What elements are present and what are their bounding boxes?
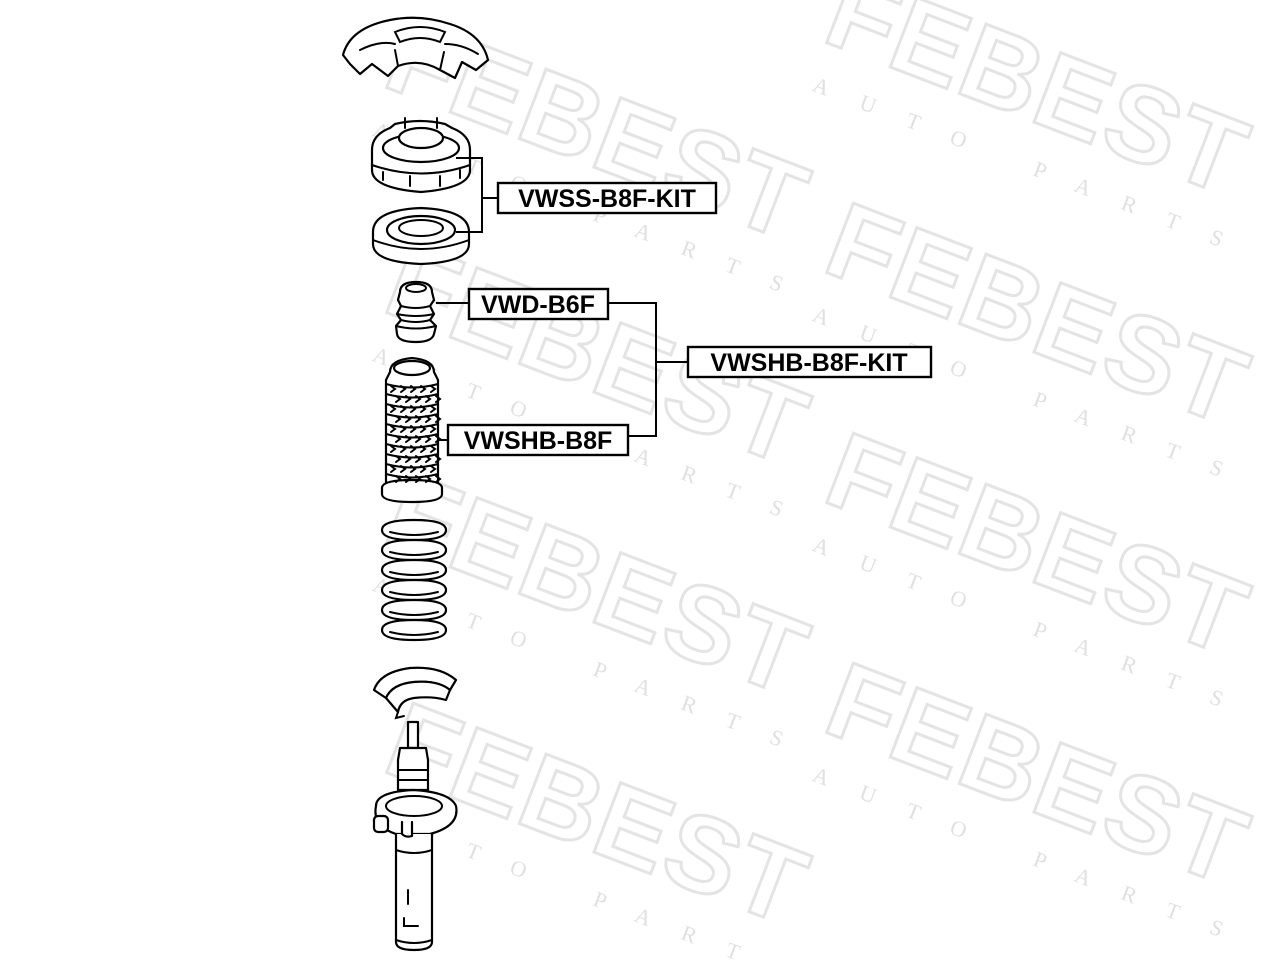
boot-pleats [385, 383, 442, 483]
bearing-part [371, 206, 471, 266]
watermark-layer: FEBEST AUTO PARTS FEBEST AUTO PARTS FEBE… [370, 0, 1266, 965]
coil-turn-inner [389, 531, 439, 536]
boot-pleat-mark [395, 435, 402, 443]
label-vwd-b6f: VWD-B6F [467, 287, 610, 321]
boot-pleat-mark [425, 415, 432, 423]
boot-pleat-mark [405, 455, 412, 463]
label-text: VWSHB-B8F-KIT [710, 349, 907, 377]
boot-pleat-mark [395, 475, 402, 483]
boot-pleat-mark [410, 405, 417, 413]
boot-pleat-mark [420, 465, 427, 473]
boot-pleat-mark [415, 395, 422, 403]
boot-pleat-mark [425, 395, 432, 403]
strut-mount-part [370, 117, 472, 194]
boot-pleat-mark [420, 445, 427, 453]
boot-pleat-mark [430, 465, 437, 473]
coil-turn-inner [389, 611, 439, 616]
boot-pleat [385, 413, 439, 419]
boot-pleat-mark [390, 405, 397, 413]
label-vwss-b8f-kit: VWSS-B8F-KIT [496, 181, 718, 215]
boot-pleat-mark [435, 455, 442, 463]
leader-lines [436, 157, 688, 441]
boot-pleat-mark [425, 435, 432, 443]
boot-pleat [385, 393, 439, 399]
boot-pleat-mark [435, 475, 442, 483]
coil-turn [380, 558, 448, 582]
boot-pleat-mark [395, 415, 402, 423]
coil-turn-inner [389, 551, 439, 556]
boot-pleat-mark [405, 475, 412, 483]
boot-pleat-mark [415, 435, 422, 443]
label-vwshb-b8f: VWSHB-B8F [446, 423, 630, 457]
strut-part [372, 720, 458, 952]
boot-pleat-mark [435, 395, 442, 403]
boot-pleat-mark [425, 455, 432, 463]
boot-pleat-mark [410, 445, 417, 453]
boot-pleat-mark [390, 465, 397, 473]
coil-turn [380, 538, 448, 562]
boot-pleat-mark [430, 405, 437, 413]
boot-pleat-mark [395, 455, 402, 463]
coil-turn-inner [389, 571, 439, 576]
label-vwshb-b8f-kit: VWSHB-B8F-KIT [686, 345, 933, 379]
boot-pleat-mark [400, 445, 407, 453]
boot-pleat-mark [395, 395, 402, 403]
coil-turn-inner [389, 591, 439, 596]
boot-pleat-mark [415, 455, 422, 463]
dust-boot-part [380, 356, 444, 504]
lower-spring-pad-part [372, 666, 458, 720]
label-text: VWSS-B8F-KIT [518, 185, 696, 213]
boot-pleat-mark [405, 395, 412, 403]
boot-pleat-mark [420, 385, 427, 393]
label-text: VWD-B6F [481, 291, 595, 319]
boot-pleat [385, 433, 439, 439]
boot-pleat-mark [405, 435, 412, 443]
boot-pleat-mark [435, 415, 442, 423]
coil-turn [380, 618, 448, 642]
boot-pleat-mark [390, 425, 397, 433]
coil-turn [380, 578, 448, 602]
boot-pleat-mark [420, 405, 427, 413]
boot-pleat-mark [420, 425, 427, 433]
boot-pleat-mark [400, 405, 407, 413]
boot-pleat-mark [400, 385, 407, 393]
coil-turn [380, 518, 448, 542]
label-text: VWSHB-B8F [464, 427, 613, 455]
boot-pleat-mark [410, 385, 417, 393]
boot-pleat-mark [405, 415, 412, 423]
boot-pleat [385, 453, 439, 459]
boot-pleat-mark [400, 465, 407, 473]
bump-stop-part [394, 280, 438, 344]
boot-pleat [385, 473, 439, 479]
coil-turn-inner [389, 631, 439, 636]
boot-pleat-mark [415, 415, 422, 423]
boot-pleat-mark [400, 425, 407, 433]
boot-pleat-mark [430, 425, 437, 433]
boot-pleat-mark [390, 385, 397, 393]
boot-pleat-mark [415, 475, 422, 483]
boot-pleat-mark [430, 385, 437, 393]
boot-pleat-mark [410, 465, 417, 473]
top-cover-part [341, 16, 490, 80]
boot-pleat-mark [430, 445, 437, 453]
boot-pleat-mark [425, 475, 432, 483]
coil-spring-part [380, 518, 448, 642]
boot-pleat-mark [390, 445, 397, 453]
coil-turn [380, 598, 448, 622]
boot-pleat-mark [410, 425, 417, 433]
